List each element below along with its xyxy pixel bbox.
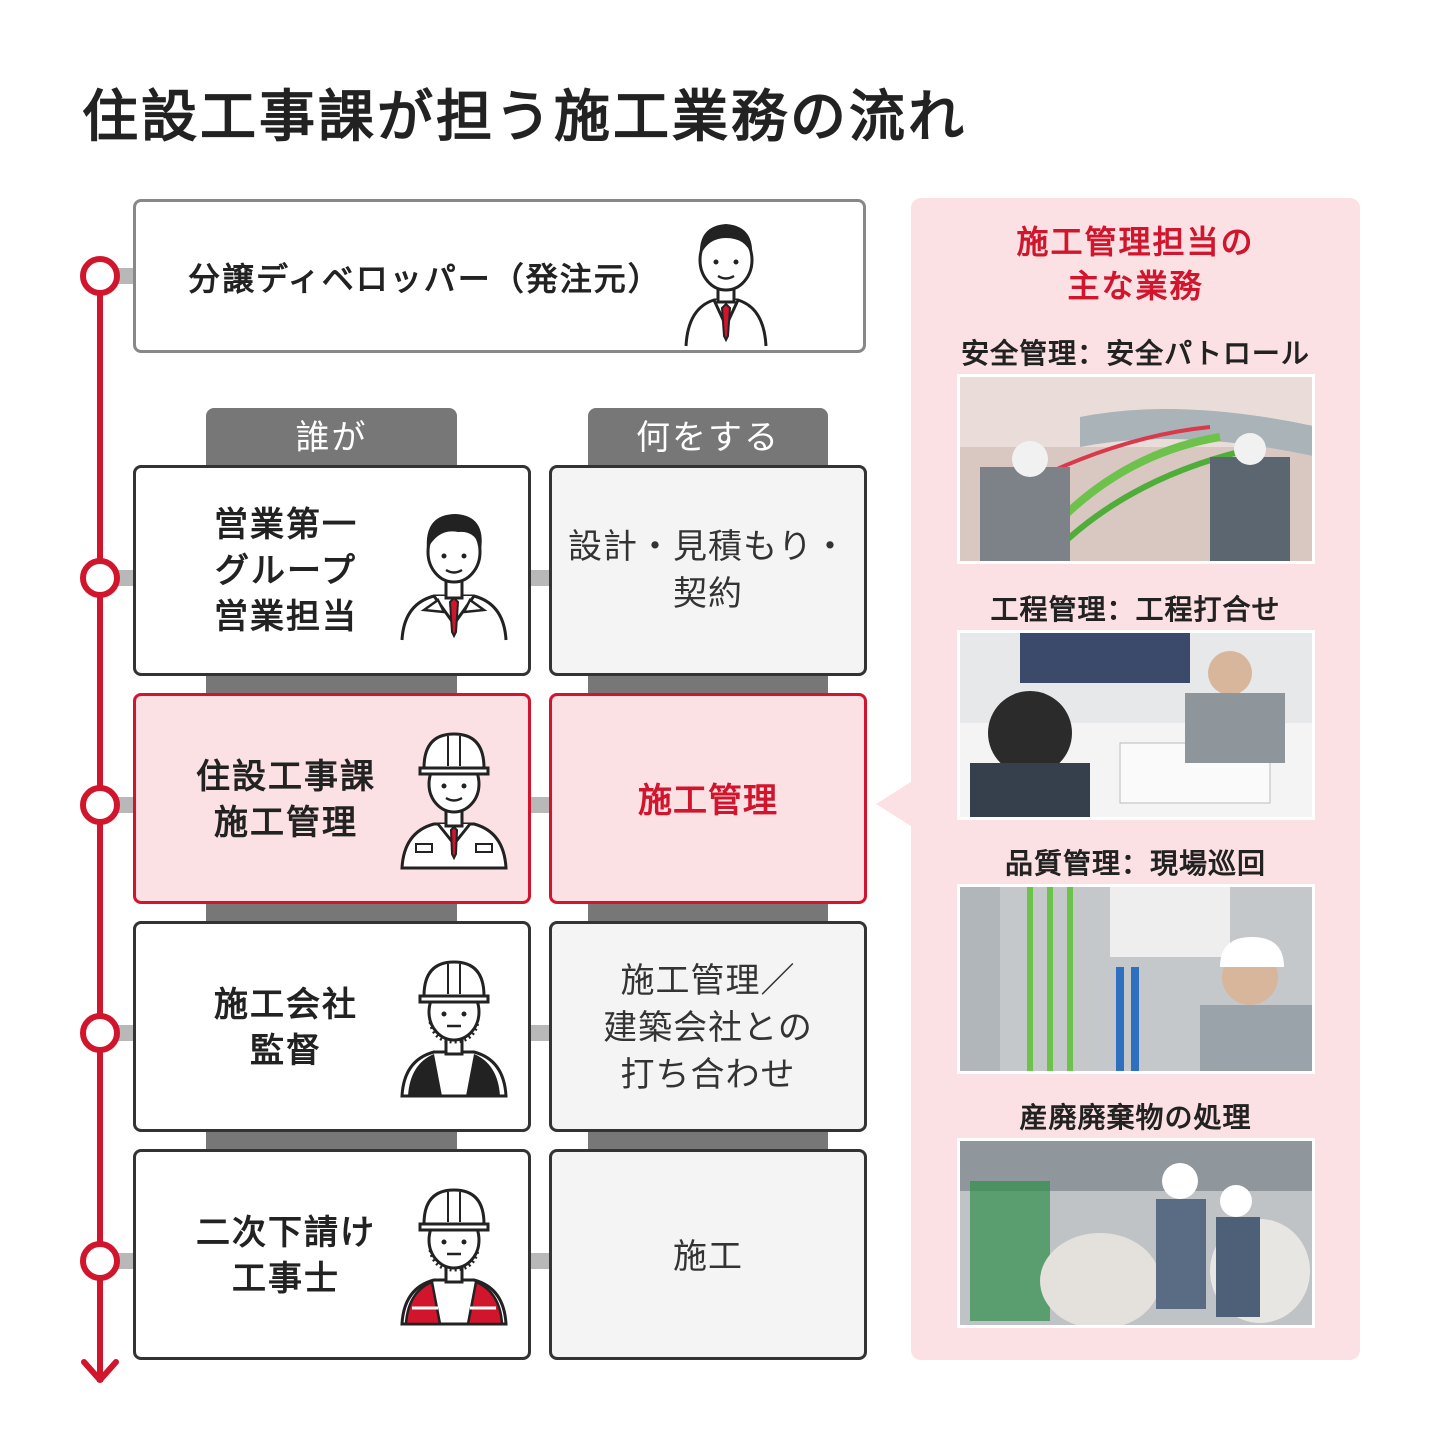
photo-caption-quality: 品質管理：現場巡回 [1004, 847, 1266, 880]
row-connector [588, 674, 828, 696]
tab-who: 誰が [206, 408, 457, 468]
site-supervisor-icon [400, 960, 508, 1098]
salesperson-icon [400, 514, 508, 641]
what-box-coordination: 施工管理／建築会社との打ち合わせ [549, 921, 867, 1132]
timeline-connector [118, 1025, 136, 1041]
main-duties-panel: 施工管理担当の主な業務 安全管理：安全パトロール 工程管理：工程打合せ [911, 198, 1360, 1360]
timeline-node [80, 558, 120, 598]
row-connector [206, 674, 457, 696]
who-box-sales: 営業第一グループ営業担当 [133, 465, 531, 676]
who-what-connector [530, 797, 550, 813]
row-connector [206, 1130, 457, 1152]
electrician-icon [400, 1188, 508, 1326]
photo-site-inspection [957, 884, 1315, 1074]
photo-caption-schedule: 工程管理：工程打合せ [990, 593, 1281, 626]
who-box-construction-manager: 住設工事課施工管理 [133, 693, 531, 904]
who-what-connector [530, 1253, 550, 1269]
who-label: 施工会社監督 [214, 985, 358, 1071]
tab-what: 何をする [588, 408, 828, 468]
who-what-connector [530, 1025, 550, 1041]
timeline-connector [118, 570, 136, 586]
timeline-arrow-icon [81, 1359, 119, 1383]
timeline-node [80, 1241, 120, 1281]
timeline-node [80, 1013, 120, 1053]
developer-label: 分譲ディベロッパー（発注元） [188, 260, 662, 298]
timeline-node [80, 256, 120, 296]
photo-caption-safety: 安全管理：安全パトロール [961, 337, 1310, 370]
panel-pointer [876, 780, 914, 828]
who-what-connector [530, 570, 550, 586]
who-label: 営業第一グループ営業担当 [214, 505, 358, 637]
photo-waste-disposal [957, 1138, 1315, 1328]
who-box-supervisor: 施工会社監督 [133, 921, 531, 1132]
timeline-connector [118, 797, 136, 813]
panel-title: 施工管理担当の主な業務 [1016, 223, 1255, 305]
businessman-icon [684, 224, 768, 347]
photo-caption-waste: 産廃廃棄物の処理 [1019, 1101, 1252, 1134]
what-label: 設計・見積もり・契約 [568, 527, 848, 614]
who-box-subcontractor: 二次下請け工事士 [133, 1149, 531, 1360]
construction-manager-icon [400, 732, 508, 870]
what-box-construction-management: 施工管理 [549, 693, 867, 904]
timeline-node [80, 785, 120, 825]
what-label: 施工管理 [638, 781, 778, 821]
who-label: 住設工事課施工管理 [196, 757, 376, 843]
who-label: 二次下請け工事士 [196, 1213, 376, 1299]
photo-schedule-meeting [957, 630, 1315, 820]
timeline-connector [118, 1253, 136, 1269]
developer-box: 分譲ディベロッパー（発注元） [133, 199, 866, 353]
timeline-connector [118, 268, 136, 284]
page-title: 住設工事課が担う施工業務の流れ [82, 85, 967, 150]
what-label: 施工管理／建築会社との打ち合わせ [603, 961, 813, 1095]
row-connector [588, 902, 828, 924]
photo-safety-patrol [957, 374, 1315, 564]
timeline-line [97, 272, 103, 1382]
row-connector [206, 902, 457, 924]
what-label: 施工 [673, 1237, 743, 1277]
row-connector [588, 1130, 828, 1152]
what-box-design: 設計・見積もり・契約 [549, 465, 867, 676]
what-box-construction: 施工 [549, 1149, 867, 1360]
